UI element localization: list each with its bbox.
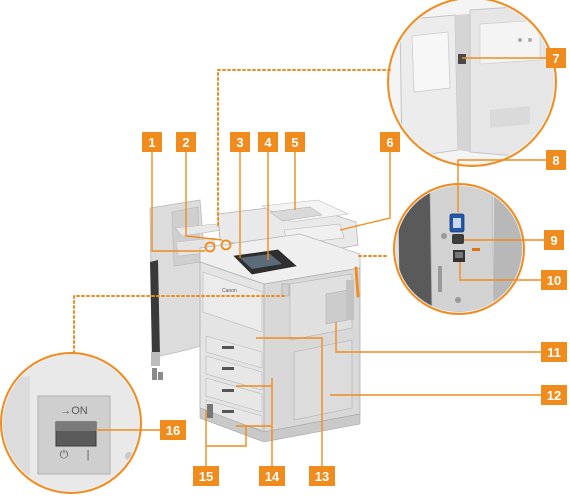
callout-12: 12 <box>541 385 567 405</box>
callout-1: 1 <box>142 132 162 152</box>
callout-16: 16 <box>160 420 186 440</box>
callout-badges: 1 2 3 4 5 6 7 8 9 10 11 12 13 14 15 16 <box>142 48 567 486</box>
svg-text:8: 8 <box>552 153 559 168</box>
callout-8: 8 <box>546 150 566 170</box>
svg-text:3: 3 <box>236 135 243 150</box>
callout-9: 9 <box>544 230 564 250</box>
svg-text:7: 7 <box>552 51 559 66</box>
printer-illustration: Canon <box>149 199 361 443</box>
paper-drawer-3 <box>205 377 263 413</box>
svg-text:5: 5 <box>291 135 298 150</box>
svg-text:2: 2 <box>182 135 189 150</box>
svg-text:12: 12 <box>547 388 561 403</box>
paper-drawer-1 <box>205 335 263 369</box>
callout-13: 13 <box>309 466 335 486</box>
callout-6: 6 <box>380 132 400 152</box>
zoom-connectors <box>73 69 391 354</box>
svg-text:9: 9 <box>550 233 557 248</box>
zoom-detail-interfaces <box>393 183 525 315</box>
callout-14: 14 <box>259 466 285 486</box>
callout-11: 11 <box>541 342 567 362</box>
paper-drawer-4 <box>205 399 263 431</box>
svg-text:16: 16 <box>166 423 180 438</box>
svg-text:13: 13 <box>315 469 329 484</box>
svg-text:14: 14 <box>265 469 280 484</box>
callout-15: 15 <box>193 466 219 486</box>
usb-device-port-icon <box>452 234 464 244</box>
callout-10: 10 <box>541 270 567 290</box>
svg-text:11: 11 <box>547 345 561 360</box>
callout-7: 7 <box>546 48 566 68</box>
zoom-detail-power-switch: →ON ⏻ | <box>0 352 142 494</box>
svg-text:4: 4 <box>264 135 272 150</box>
brand-label: Canon <box>222 288 237 294</box>
svg-text:15: 15 <box>199 469 213 484</box>
leader-lines <box>96 57 556 466</box>
callout-2: 2 <box>176 132 196 152</box>
svg-text:1: 1 <box>148 135 155 150</box>
standby-symbol-icon: ⏻ <box>60 449 69 461</box>
svg-text:10: 10 <box>547 273 561 288</box>
svg-text:6: 6 <box>386 135 393 150</box>
paper-drawer-2 <box>205 355 263 391</box>
callout-5: 5 <box>285 132 305 152</box>
power-switch-on-label: →ON <box>60 405 88 417</box>
callout-4: 4 <box>258 132 278 152</box>
zoom-detail-7 <box>387 0 557 167</box>
on-symbol-icon: | <box>87 449 90 461</box>
callout-3: 3 <box>230 132 250 152</box>
